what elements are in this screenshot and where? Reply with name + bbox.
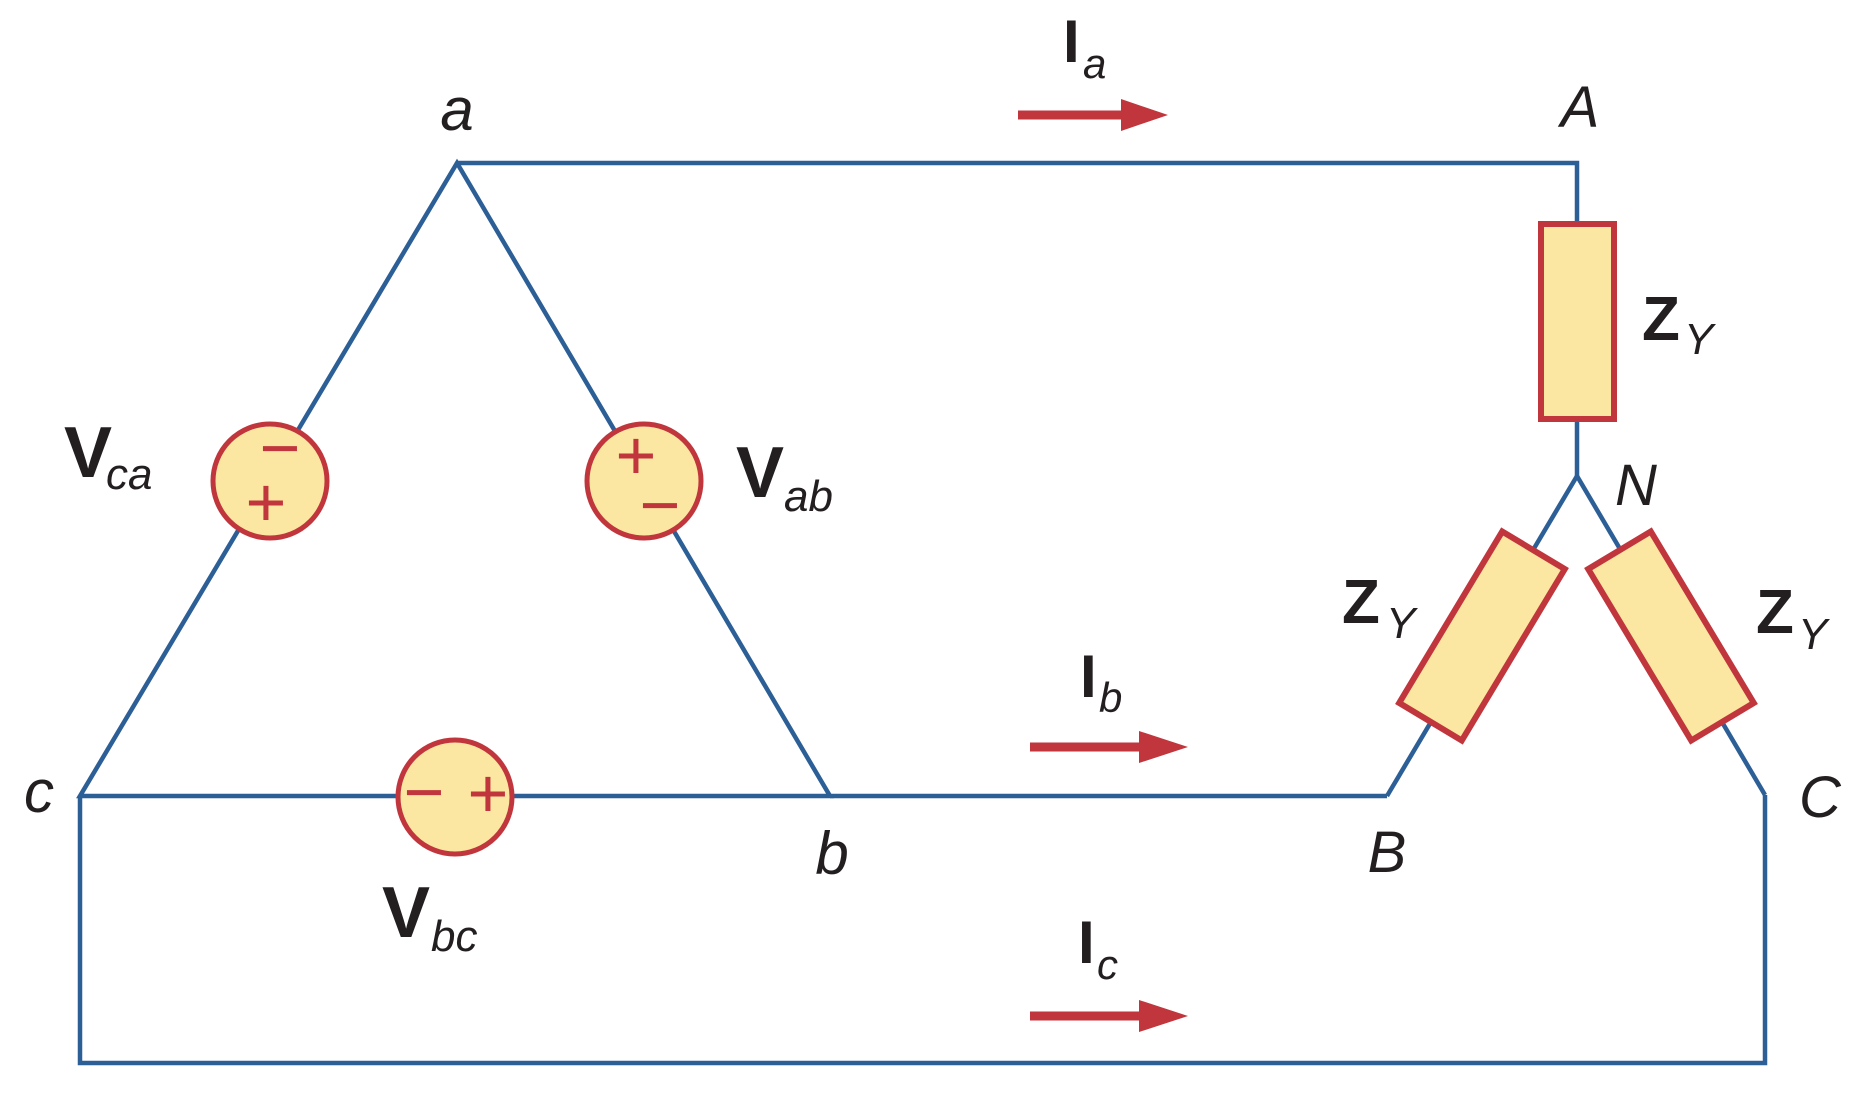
node-label-a: a [440, 76, 473, 143]
v-ab-minus-sign: − [640, 466, 681, 544]
zy-c-sub: Y [1798, 610, 1830, 659]
source-v-bc: − + [395, 737, 515, 857]
resistor-box-icon [1584, 527, 1758, 745]
resistor-box-icon [1395, 527, 1569, 745]
node-label-c: c [24, 758, 54, 825]
label-i-a: I a [1063, 8, 1106, 87]
arrow-head-icon [1121, 99, 1168, 131]
source-circle-icon [210, 421, 330, 541]
v-ca-plus-sign: + [246, 463, 287, 541]
v-bc-minus-sign: − [404, 753, 445, 831]
v-ab-base: V [736, 433, 784, 513]
current-arrow-ib [1030, 731, 1188, 763]
i-b-base: I [1080, 643, 1097, 710]
v-bc-base: V [382, 873, 430, 953]
label-v-bc: V bc [382, 873, 477, 961]
v-ca-minus-sign: − [260, 409, 301, 487]
i-b-sub: b [1099, 674, 1122, 721]
zy-a-sub: Y [1684, 315, 1716, 364]
node-label-B: B [1368, 820, 1407, 885]
node-label-A: A [1558, 75, 1600, 140]
label-zy-line-b: Z Y [1342, 568, 1418, 648]
zy-b-base: Z [1342, 568, 1380, 637]
impedance-line-c [1584, 527, 1758, 745]
v-ab-plus-sign: + [616, 416, 657, 494]
v-bc-sub: bc [431, 912, 477, 961]
source-circle-icon [395, 737, 515, 857]
label-zy-line-c: Z Y [1756, 578, 1830, 659]
line-c-wire [77, 795, 1768, 1066]
source-circle-icon [584, 421, 704, 541]
arrow-head-icon [1139, 731, 1188, 763]
label-i-c: I c [1078, 909, 1118, 988]
impedance-line-b [1395, 527, 1569, 745]
source-v-ab: + − [584, 416, 704, 544]
label-i-b: I b [1080, 643, 1122, 721]
arrow-head-icon [1139, 1000, 1188, 1032]
v-bc-plus-sign: + [468, 754, 509, 832]
node-label-C: C [1799, 765, 1842, 830]
zy-c-base: Z [1756, 578, 1794, 647]
resistor-box-icon [1538, 221, 1617, 422]
zy-a-base: Z [1642, 285, 1680, 354]
source-v-ca: − + [210, 409, 330, 541]
label-v-ca: V ca [64, 413, 152, 499]
zy-b-sub: Y [1386, 599, 1418, 648]
v-ca-sub: ca [106, 450, 152, 499]
v-ab-sub: ab [784, 472, 833, 521]
impedance-line-a [1538, 221, 1617, 422]
label-zy-line-a: Z Y [1642, 285, 1716, 364]
node-label-N: N [1615, 453, 1657, 518]
i-a-base: I [1063, 8, 1080, 75]
i-c-sub: c [1097, 941, 1118, 988]
i-c-base: I [1078, 909, 1095, 976]
current-arrow-ia [1018, 99, 1168, 131]
delta-triangle-wire [76, 158, 834, 799]
current-arrow-ic [1030, 1000, 1188, 1032]
v-ca-base: V [64, 413, 112, 493]
label-v-ab: V ab [736, 433, 833, 521]
i-a-sub: a [1083, 40, 1106, 87]
node-label-b: b [815, 820, 848, 887]
